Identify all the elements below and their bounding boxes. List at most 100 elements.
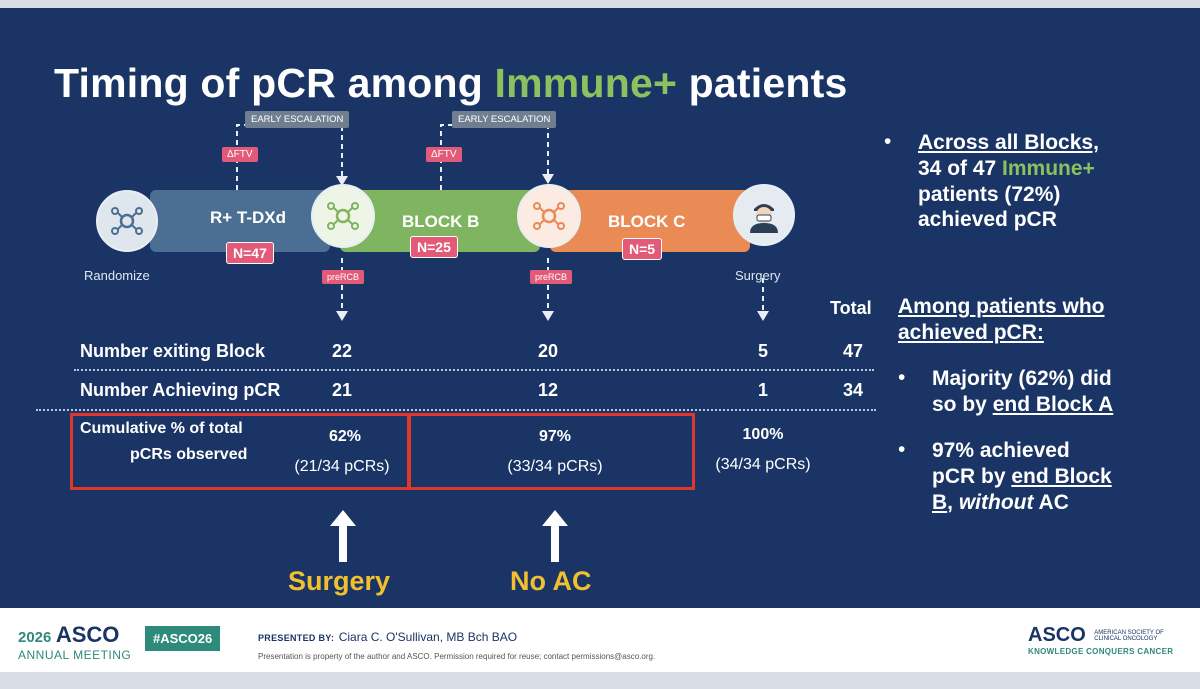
block-b-label: BLOCK B (402, 212, 480, 231)
prercb-badge-2: preRCB (530, 270, 573, 284)
presenter-name: Ciara C. O'Sullivan, MB Bch BAO (338, 630, 518, 644)
row-pcr-block-b: 12 (537, 380, 559, 400)
up-arrow-surgery (330, 510, 356, 562)
callout-no-ac: No AC (510, 566, 592, 596)
b1-line2: 34 of 47 Immune+ (918, 156, 1188, 182)
block-b-n-badge: N=25 (410, 236, 458, 258)
up-arrow-no-ac (542, 510, 568, 562)
asco-society-logo: ASCO AMERICAN SOCIETY OF CLINICAL ONCOLO… (1028, 624, 1173, 656)
tagline-text: KNOWLEDGE CONQUERS CANCER (1028, 647, 1174, 656)
block-c-n-badge: N=5 (622, 238, 663, 260)
b3-line3-mid: , (947, 490, 959, 514)
heading-line1: Among patients who (898, 294, 1188, 320)
b3-line2-underline: end Block (1011, 464, 1112, 488)
randomize-label: Randomize (84, 268, 150, 283)
cumulative-pct-block-c: 100% (742, 426, 784, 443)
network-icon (533, 202, 565, 230)
title-part1: Timing of pCR among (54, 60, 495, 106)
table-divider-1 (74, 369, 874, 371)
bottom-strip (0, 672, 1200, 689)
b2-line2: so by end Block A (932, 392, 1192, 418)
heading-line1-text: Among patients who (898, 295, 1105, 318)
row-pcr-block-c: 1 (757, 380, 768, 400)
prercb-badge-1: preRCB (322, 270, 365, 284)
meeting-asco: ASCO (55, 622, 120, 647)
disclaimer-text: Presentation is property of the author a… (258, 652, 656, 661)
title-highlight: Immune+ (494, 60, 678, 106)
b3-line3-italic: without (958, 490, 1034, 514)
b1-line1: Across all Blocks, (918, 130, 1188, 156)
asco-meeting-line: 2026 ASCO (18, 622, 131, 648)
cumulative-frac-block-b: (33/34 pCRs) (507, 458, 603, 475)
block-a-end-node (311, 184, 375, 248)
asco-meeting-logo: 2026 ASCO ANNUAL MEETING (18, 622, 131, 662)
cumulative-frac-block-c: (34/34 pCRs) (715, 456, 811, 473)
bullet-3: • (898, 438, 906, 461)
bullet-1: • (884, 130, 892, 153)
b3-line3: B, without AC (932, 490, 1192, 516)
total-header: Total (830, 298, 872, 318)
row-exiting-block-b: 20 (537, 341, 559, 361)
b2-line2-pre: so by (932, 392, 993, 416)
meeting-year: 2026 (18, 629, 52, 646)
b1-line2-pre: 34 of 47 (918, 156, 1003, 180)
block-b-end-node (517, 184, 581, 248)
presented-by-label: PRESENTED BY: (258, 633, 335, 643)
cumulative-pct-block-b: 97% (538, 428, 572, 445)
b1-line2-highlight: Immune+ (1002, 156, 1095, 180)
b3-line2-pre: pCR by (932, 464, 1012, 488)
red-box-block-b (408, 413, 695, 490)
delta-ftv-badge-1: ΔFTV (222, 147, 258, 162)
row-pcr-block-a: 21 (331, 380, 353, 400)
surgery-node (733, 184, 795, 246)
row-exiting-block-c: 5 (757, 341, 768, 361)
cumulative-frac-block-a: (21/34 pCRs) (294, 458, 390, 475)
title-part2: patients (677, 60, 848, 106)
asco-society-row: ASCO AMERICAN SOCIETY OF CLINICAL ONCOLO… (1028, 624, 1173, 647)
cumulative-pct-block-a: 62% (328, 428, 362, 445)
bullet-2-text: Majority (62%) did so by end Block A (932, 366, 1192, 418)
b1-line1-text: Across all Blocks, (918, 131, 1099, 154)
cumulative-label-line1: Cumulative % of total (80, 420, 243, 437)
table-divider-2 (36, 409, 876, 411)
hashtag-badge: #ASCO26 (145, 626, 221, 651)
heading-line2-text: achieved pCR: (898, 320, 1044, 344)
randomize-node (96, 190, 158, 252)
bullet-2: • (898, 366, 906, 389)
society-line1: AMERICAN SOCIETY OF (1094, 629, 1164, 636)
bullet-1-text: Across all Blocks, 34 of 47 Immune+ pati… (918, 130, 1188, 233)
early-escalation-label-1: EARLY ESCALATION (245, 111, 350, 128)
delta-ftv-badge-2: ΔFTV (426, 147, 462, 162)
row-pcr-total: 34 (842, 380, 864, 400)
block-a-bar (150, 190, 330, 252)
pcr-heading: Among patients who achieved pCR: (898, 294, 1188, 346)
b3-line1: 97% achieved (932, 439, 1070, 462)
block-c-label: BLOCK C (608, 212, 686, 231)
b2-line1: Majority (62%) did (932, 367, 1112, 390)
society-name: AMERICAN SOCIETY OF CLINICAL ONCOLOGY (1094, 630, 1164, 642)
b1-line3: patients (72%) (918, 182, 1061, 206)
row-exiting-block-a: 22 (331, 341, 353, 361)
row-exiting-label: Number exiting Block (80, 341, 266, 361)
asco-right-wordmark: ASCO (1028, 624, 1086, 646)
slide: Timing of pCR among Immune+ patients EAR… (0, 8, 1200, 608)
network-icon (111, 207, 143, 235)
annual-meeting-text: ANNUAL MEETING (18, 648, 132, 662)
surgery-node-label: Surgery (735, 268, 781, 283)
network-icon (327, 202, 359, 230)
b3-line2: pCR by end Block (932, 464, 1192, 490)
presenter-line: PRESENTED BY: Ciara C. O'Sullivan, MB Bc… (258, 628, 655, 646)
heading-line2: achieved pCR: (898, 320, 1188, 346)
block-a-n-badge: N=47 (226, 242, 274, 264)
footer: 2026 ASCO ANNUAL MEETING #ASCO26 PRESENT… (0, 608, 1200, 672)
b3-line3-post: AC (1033, 490, 1069, 514)
cumulative-label-line2: pCRs observed (130, 446, 248, 463)
b2-line2-underline: end Block A (992, 392, 1114, 416)
surgeon-icon (750, 204, 778, 233)
block-a-label: R+ T-DXd (210, 208, 287, 227)
callout-surgery: Surgery (288, 566, 391, 596)
b1-line4: achieved pCR (918, 208, 1057, 232)
row-exiting-total: 47 (842, 341, 864, 361)
slide-title: Timing of pCR among Immune+ patients (54, 60, 847, 107)
